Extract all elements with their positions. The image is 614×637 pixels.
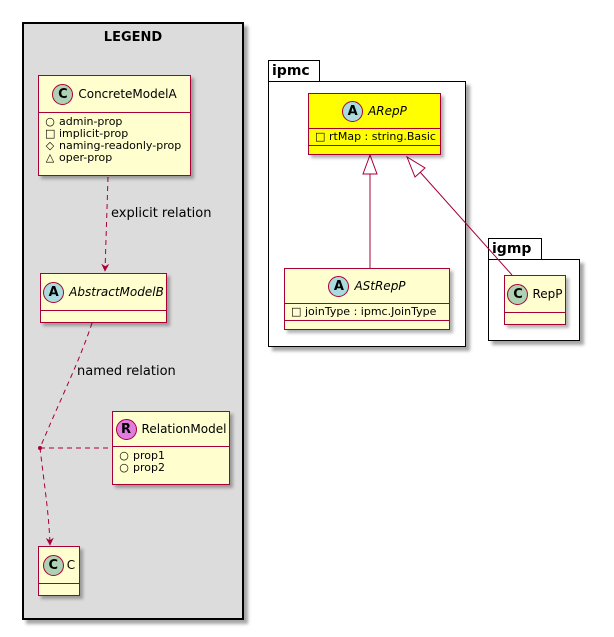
field-row: ◇ naming-readonly-prop bbox=[45, 140, 190, 152]
class-empty-section bbox=[285, 321, 449, 327]
package-igmp-tab: igmp bbox=[488, 238, 542, 260]
class-name: C bbox=[66, 558, 76, 572]
field-row: ○ prop2 bbox=[119, 462, 229, 474]
class-relation-model[interactable]: R RelationModel ○ prop1 ○ prop2 bbox=[112, 411, 230, 485]
package-igmp-name: igmp bbox=[492, 241, 532, 257]
inheritance-astrep-arrowhead bbox=[362, 153, 378, 175]
public-visibility-icon: ○ bbox=[119, 449, 129, 462]
inheritance-repp-edge bbox=[419, 171, 513, 276]
field-row: □ joinType : ipmc.JoinType bbox=[291, 306, 449, 318]
class-empty-section bbox=[39, 584, 79, 590]
class-header: C RepP bbox=[505, 276, 565, 313]
class-arep-p[interactable]: A ARepP □ rtMap : string.Basic bbox=[308, 93, 441, 155]
public-visibility-icon: ○ bbox=[45, 115, 55, 128]
class-rep-p[interactable]: C RepP bbox=[504, 275, 566, 325]
class-empty-section bbox=[41, 311, 166, 317]
explicit-relation-label: explicit relation bbox=[111, 206, 212, 221]
private-visibility-icon: □ bbox=[315, 130, 326, 143]
package-ipmc-tab: ipmc bbox=[268, 60, 320, 82]
field-row: △ oper-prop bbox=[45, 152, 190, 164]
class-header: R RelationModel bbox=[113, 412, 229, 447]
field-name: naming-readonly-prop bbox=[59, 139, 182, 152]
class-fields: □ rtMap : string.Basic bbox=[309, 129, 440, 146]
field-name: rtMap : string.Basic bbox=[329, 130, 436, 143]
class-fields: □ joinType : ipmc.JoinType bbox=[285, 304, 449, 321]
field-name: implicit-prop bbox=[59, 127, 129, 140]
field-name: admin-prop bbox=[59, 115, 123, 128]
field-name: joinType : ipmc.JoinType bbox=[305, 305, 437, 318]
class-astrep-p[interactable]: A AStRepP □ joinType : ipmc.JoinType bbox=[284, 268, 450, 330]
class-fields: ○ admin-prop □ implicit-prop ◇ naming-re… bbox=[39, 113, 190, 167]
protected-visibility-icon: ◇ bbox=[45, 139, 55, 152]
abstract-badge-icon: A bbox=[43, 281, 65, 303]
class-badge-icon: C bbox=[52, 83, 74, 105]
legend-title: LEGEND bbox=[103, 30, 163, 45]
field-row: □ implicit-prop bbox=[45, 128, 190, 140]
field-name: oper-prop bbox=[59, 151, 113, 164]
class-header: C ConcreteModelA bbox=[39, 76, 190, 113]
association-point bbox=[38, 446, 42, 450]
class-header: A ARepP bbox=[309, 94, 440, 129]
named-relation-label: named relation bbox=[77, 364, 176, 379]
class-badge-icon: C bbox=[507, 283, 529, 305]
private-visibility-icon: □ bbox=[291, 305, 302, 318]
private-visibility-icon: □ bbox=[45, 127, 56, 140]
class-name: ARepP bbox=[368, 104, 407, 118]
class-concrete-model-a[interactable]: C ConcreteModelA ○ admin-prop □ implicit… bbox=[38, 75, 191, 176]
abstract-badge-icon: A bbox=[342, 100, 364, 122]
package-visibility-icon: △ bbox=[45, 151, 55, 164]
class-empty-section bbox=[309, 146, 440, 152]
named-relation-edge bbox=[39, 322, 93, 546]
class-name: RelationModel bbox=[141, 422, 227, 436]
field-row: □ rtMap : string.Basic bbox=[315, 131, 440, 143]
class-empty-section bbox=[505, 313, 565, 319]
class-header: A AbstractModelB bbox=[41, 274, 166, 311]
abstract-badge-icon: A bbox=[328, 275, 350, 297]
explicit-relation-edge bbox=[101, 176, 110, 272]
class-abstract-model-b[interactable]: A AbstractModelB bbox=[40, 273, 167, 323]
class-name: ConcreteModelA bbox=[78, 87, 177, 101]
class-fields: ○ prop1 ○ prop2 bbox=[113, 447, 229, 477]
class-header: A AStRepP bbox=[285, 269, 449, 304]
class-name: AStRepP bbox=[354, 279, 406, 293]
field-name: prop1 bbox=[133, 449, 165, 462]
class-name: AbstractModelB bbox=[69, 285, 164, 299]
public-visibility-icon: ○ bbox=[119, 461, 129, 474]
relation-badge-icon: R bbox=[115, 418, 137, 440]
class-header: C C bbox=[39, 547, 79, 584]
inheritance-repp-arrowhead bbox=[405, 155, 426, 178]
class-c[interactable]: C C bbox=[38, 546, 80, 596]
field-name: prop2 bbox=[133, 461, 165, 474]
class-badge-icon: C bbox=[42, 554, 64, 576]
field-row: ○ admin-prop bbox=[45, 116, 190, 128]
field-row: ○ prop1 bbox=[119, 450, 229, 462]
package-ipmc-name: ipmc bbox=[272, 63, 310, 79]
class-name: RepP bbox=[532, 287, 563, 301]
